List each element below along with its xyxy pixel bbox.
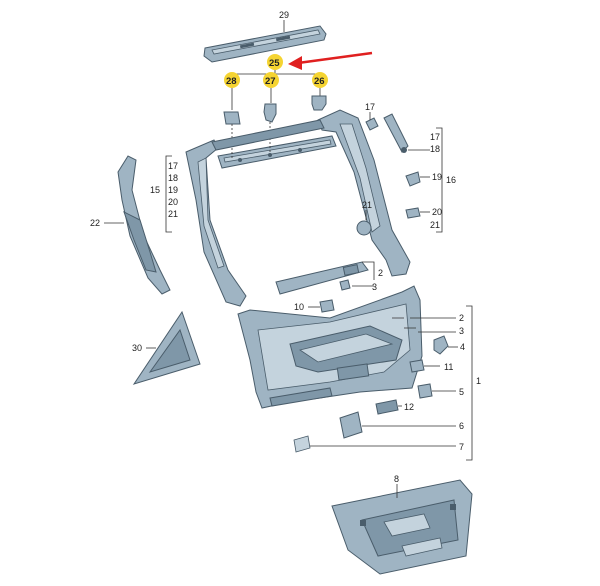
label-17c: 17	[168, 161, 178, 171]
label-15: 15	[150, 185, 160, 195]
label-18a: 18	[430, 144, 440, 154]
label-19a: 19	[432, 172, 442, 182]
label-26: 26	[314, 76, 325, 87]
part-29-upper-trim	[203, 25, 327, 63]
red-arrow-icon	[288, 51, 373, 70]
label-22: 22	[90, 218, 100, 228]
label-2a: 2	[378, 268, 383, 278]
label-2b: 2	[459, 313, 464, 323]
cover-6	[339, 411, 363, 439]
grab-handle	[383, 113, 409, 153]
screw-10	[319, 299, 335, 313]
clip-5	[417, 383, 433, 399]
label-3a: 3	[372, 282, 377, 292]
label-18b: 18	[168, 173, 178, 183]
clip-11	[409, 359, 425, 373]
clip-26	[311, 95, 327, 111]
label-12: 12	[404, 402, 414, 412]
label-27: 27	[265, 76, 276, 87]
label-7: 7	[459, 442, 464, 452]
label-21b: 21	[430, 220, 440, 230]
label-17a: 17	[365, 102, 375, 112]
label-30: 30	[132, 343, 142, 353]
clip-3a	[339, 279, 351, 291]
label-20b: 20	[168, 197, 178, 207]
label-16: 16	[446, 175, 456, 185]
part-22-left-trim	[117, 155, 171, 295]
label-21a: 21	[362, 200, 372, 210]
clip-28	[223, 111, 241, 125]
clip-17	[365, 117, 379, 131]
label-11: 11	[444, 362, 453, 372]
label-17b: 17	[430, 132, 440, 142]
clip-27	[263, 103, 277, 123]
part-8-cargo-sill	[331, 479, 473, 575]
label-21c: 21	[168, 209, 178, 219]
label-20a: 20	[432, 207, 442, 217]
label-1: 1	[476, 376, 481, 386]
screw-20	[405, 207, 421, 219]
label-6: 6	[459, 421, 464, 431]
clip-19	[405, 171, 421, 187]
part-30-triangle	[132, 310, 201, 385]
label-4: 4	[460, 342, 465, 352]
label-19b: 19	[168, 185, 178, 195]
part-12	[375, 399, 399, 415]
clip-21	[356, 220, 372, 236]
cap-7	[293, 435, 311, 453]
label-29: 29	[279, 10, 289, 20]
clip-4	[433, 335, 449, 355]
label-28: 28	[226, 76, 237, 87]
label-3b: 3	[459, 326, 464, 336]
label-5: 5	[459, 387, 464, 397]
label-8: 8	[394, 474, 399, 484]
label-10: 10	[294, 302, 304, 312]
label-25: 25	[269, 58, 280, 69]
